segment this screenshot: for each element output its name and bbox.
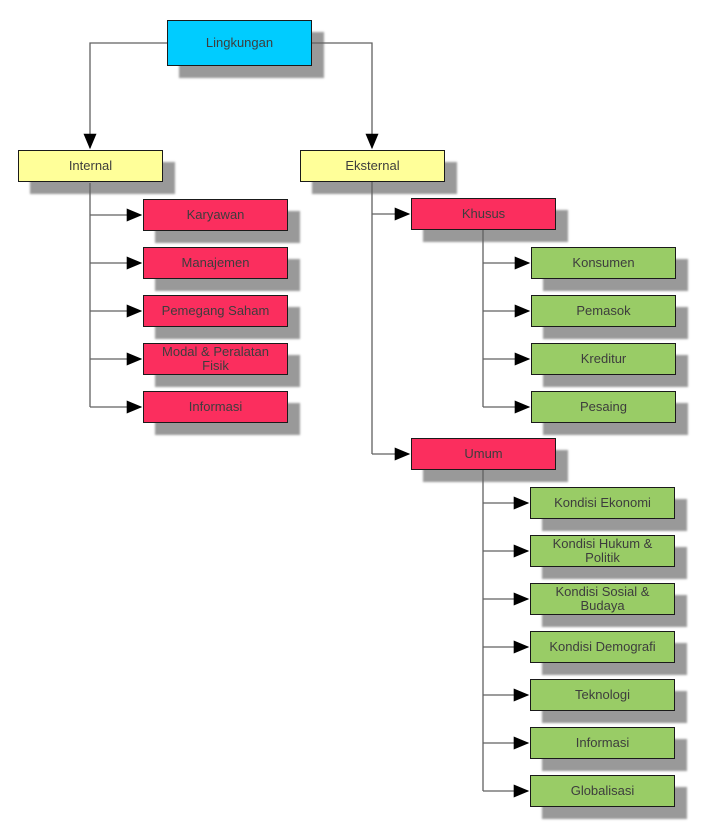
node-kondisi-sosial-budaya: Kondisi Sosial & Budaya — [530, 583, 675, 615]
node-teknologi: Teknologi — [530, 679, 675, 711]
node-khusus: Khusus — [411, 198, 556, 230]
node-lingkungan: Lingkungan — [167, 20, 312, 66]
node-informasi-internal: Informasi — [143, 391, 288, 423]
node-pemegang-saham: Pemegang Saham — [143, 295, 288, 327]
edge-root-internal — [83, 42, 167, 150]
node-pemasok: Pemasok — [531, 295, 676, 327]
node-eksternal: Eksternal — [300, 150, 445, 182]
node-globalisasi: Globalisasi — [530, 775, 675, 807]
node-pesaing: Pesaing — [531, 391, 676, 423]
node-umum: Umum — [411, 438, 556, 470]
node-karyawan: Karyawan — [143, 199, 288, 231]
node-kondisi-ekonomi: Kondisi Ekonomi — [530, 487, 675, 519]
node-kondisi-hukum-politik: Kondisi Hukum & Politik — [530, 535, 675, 567]
node-internal: Internal — [18, 150, 163, 182]
node-informasi-umum: Informasi — [530, 727, 675, 759]
node-kondisi-demografi: Kondisi Demografi — [530, 631, 675, 663]
edge-root-eksternal — [312, 42, 379, 150]
node-konsumen: Konsumen — [531, 247, 676, 279]
node-kreditur: Kreditur — [531, 343, 676, 375]
node-modal-peralatan-fisik: Modal & Peralatan Fisik — [143, 343, 288, 375]
node-manajemen: Manajemen — [143, 247, 288, 279]
